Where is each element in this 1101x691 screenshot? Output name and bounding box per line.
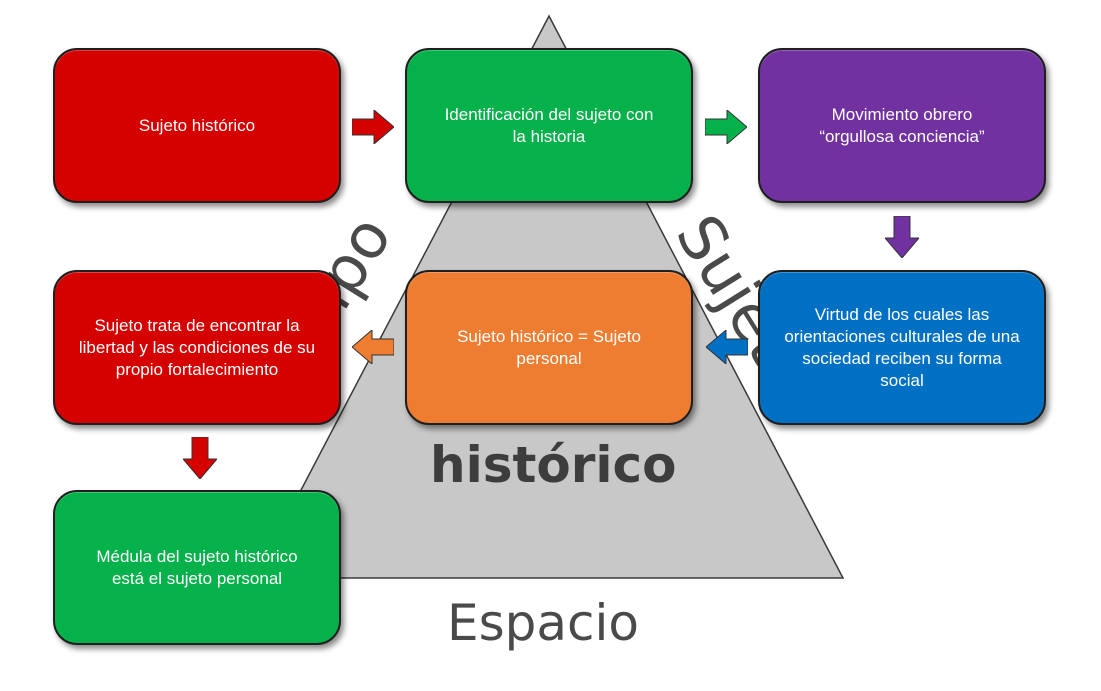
arrow-right-icon <box>705 110 747 144</box>
box-medula: Médula del sujeto histórico está el suje… <box>53 490 341 645</box>
box-text: Identificación del sujeto con la histori… <box>444 104 654 146</box>
box-text: Virtud de los cuales las orientaciones c… <box>784 304 1020 390</box>
bottom-label-espacio: Espacio <box>447 594 639 652</box>
arrow-left-icon <box>352 330 394 364</box>
arrow-down-icon <box>183 437 217 479</box>
box-text: Sujeto histórico <box>138 115 256 135</box>
box-text: Movimiento obrero “orgullosa conciencia” <box>819 104 985 146</box>
box-text: Sujeto trata de encontrar la libertad y … <box>78 315 316 379</box>
arrow-right-icon <box>352 110 394 144</box>
center-label-historico: histórico <box>430 436 677 494</box>
arrow-left-icon <box>706 330 748 364</box>
box-virtud: Virtud de los cuales las orientaciones c… <box>758 270 1046 425</box>
arrow-down-icon <box>885 216 919 258</box>
box-identificacion: Identificación del sujeto con la histori… <box>405 48 693 203</box>
box-text: Médula del sujeto histórico está el suje… <box>96 546 298 588</box>
box-movimiento-obrero: Movimiento obrero “orgullosa conciencia” <box>758 48 1046 203</box>
box-sujeto-personal: Sujeto histórico = Sujeto personal <box>405 270 693 425</box>
box-text: Sujeto histórico = Sujeto personal <box>457 326 641 368</box>
box-libertad: Sujeto trata de encontrar la libertad y … <box>53 270 341 425</box>
box-sujeto-historico: Sujeto histórico <box>53 48 341 203</box>
